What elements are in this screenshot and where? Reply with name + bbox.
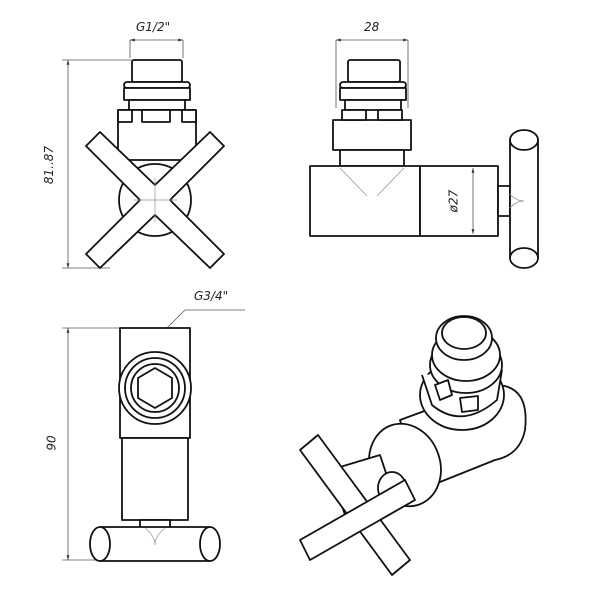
iso-handle-arm-1 xyxy=(299,434,411,576)
label-diameter: ø27 xyxy=(446,189,461,213)
isometric-view xyxy=(299,315,527,576)
front-view xyxy=(62,38,225,269)
side-view xyxy=(309,38,539,269)
label-thread-inlet: G1/2" xyxy=(136,20,171,34)
label-height: 90 xyxy=(44,435,59,451)
label-thread-outlet: G3/4" xyxy=(194,289,229,303)
label-height-range: 81..87 xyxy=(42,145,57,185)
label-width: 28 xyxy=(364,20,380,34)
hex-socket xyxy=(137,367,173,409)
iso-handle-arm-2 xyxy=(299,479,416,561)
bottom-view xyxy=(62,309,245,562)
